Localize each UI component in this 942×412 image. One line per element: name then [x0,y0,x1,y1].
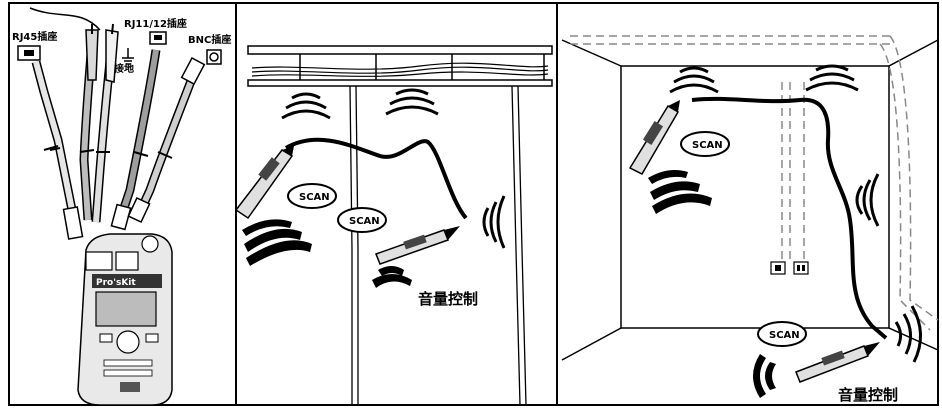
bnc-label: BNC插座 [188,33,231,46]
sound-wave-icon-probe-1 [242,219,312,266]
ground-label: 接地 [114,62,134,75]
tester-rj11-port [116,252,138,270]
sound-wave-icon-probe-2 [372,266,412,288]
sound-wave-icon-2 [386,90,438,114]
top-wire [30,8,100,30]
scan-label-1: SCAN [299,192,330,203]
sound-wave-icon-7 [896,306,921,362]
scan-bubble-3: SCAN [681,132,729,156]
rj11-cable [111,50,156,229]
sound-wave-icon-probe-4 [753,354,776,398]
sound-wave-icon-1 [282,94,330,118]
tester-nav-button [117,331,139,353]
volume-control-label-1: 音量控制 [418,290,478,308]
tracer-probe-2 [376,226,460,264]
volume-control-label-2: 音量控制 [838,386,898,404]
scan-bubble-2: SCAN [338,208,386,232]
tester-label-strip [104,360,152,366]
tracer-probe-3 [630,100,680,174]
hidden-cables [570,36,938,330]
sound-wave-icon-6 [857,174,878,226]
hanging-cables [350,86,526,405]
tester-left-button [100,334,112,342]
tray-cable-bundle [252,63,548,76]
rj45-label: RJ45插座 [12,30,57,43]
sound-wave-icon-3 [484,196,504,248]
scan-label-4: SCAN [769,330,800,341]
tester-right-button [146,334,158,342]
rj45-socket-icon [18,46,40,60]
tester-bnc-port [142,236,158,252]
tester-label-strip-2 [104,370,152,376]
tracer-probe-1 [236,146,294,218]
room-perspective [562,40,938,360]
scan-bubble-1: SCAN [288,184,336,208]
tray-top-rail [248,46,552,54]
tester-rj45-port [86,252,112,270]
sound-wave-icon-probe-3 [648,170,712,214]
ground-symbol-icon [122,48,134,64]
panel-2-cable-tray: SCAN SCAN 音量控制 [236,46,552,405]
tray-bottom-rail [248,80,552,86]
sound-wave-icon-4 [670,68,718,92]
tester-lcd-screen [96,292,156,326]
cable-tester-device: Pro'sKit [78,234,172,405]
tester-brand: Pro'sKit [96,278,136,288]
wall-socket-2 [794,262,808,274]
scan-label-2: SCAN [349,216,380,227]
scan-bubble-4: SCAN [758,322,806,346]
rj11-socket-icon [150,32,166,44]
panel-1-tester-cables: RJ45插座 RJ11/12插座 接地 BNC插座 [12,8,231,405]
sound-wave-icon-5 [806,66,858,90]
rj11-label: RJ11/12插座 [124,17,187,30]
scan-label-3: SCAN [692,140,723,151]
rj45-cable [36,62,82,239]
tester-footer-logo [120,382,140,392]
tracer-probe-4 [796,342,880,382]
wall-socket-1 [771,262,785,274]
panel-3-room: SCAN SCAN 音量控制 [562,36,938,404]
bnc-socket-icon [207,50,221,64]
alligator-clip-cables [84,24,118,222]
